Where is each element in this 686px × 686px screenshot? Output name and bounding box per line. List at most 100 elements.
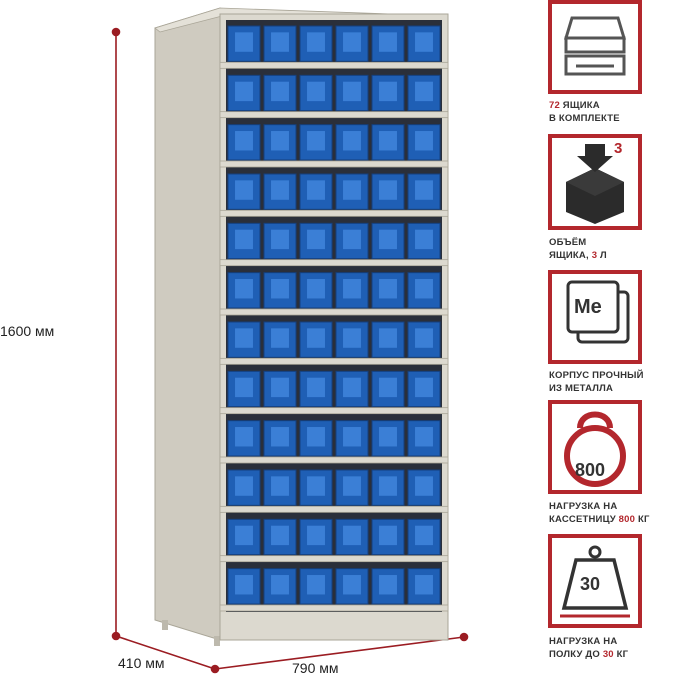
bin-label-slot <box>307 32 325 52</box>
bin-label-slot <box>235 328 253 348</box>
feature-box-volume: 3 <box>548 134 642 230</box>
shelf <box>219 259 449 267</box>
bin-label-slot <box>307 377 325 398</box>
bin-label-slot <box>379 575 397 595</box>
metal-sheet-icon <box>566 280 630 344</box>
bin-label-slot <box>343 131 361 151</box>
bin-label-slot <box>235 575 253 595</box>
height-label: 1600 мм <box>0 323 55 339</box>
storage-bin <box>227 25 261 62</box>
shelf <box>219 604 449 612</box>
bin-label-slot <box>379 81 397 102</box>
shelf <box>219 160 449 168</box>
shelf <box>219 456 449 464</box>
bin-label-slot <box>379 328 397 348</box>
bin-label-slot <box>271 427 289 447</box>
bin-label-slot <box>343 328 361 348</box>
width-dimension-line <box>214 636 465 670</box>
shelf <box>219 111 449 119</box>
bin-label-slot <box>379 377 397 398</box>
bin-label-slot <box>415 180 433 200</box>
bin-label-slot <box>235 377 253 398</box>
shelf <box>219 505 449 513</box>
depth-label: 410 мм <box>118 655 165 671</box>
cabinet-shelves <box>219 25 449 612</box>
bin-label-slot <box>235 32 253 52</box>
bin-label-slot <box>235 427 253 447</box>
feature-text-load-shelf: НАГРУЗКА НА ПОЛКУ ДО 30 КГ <box>549 636 629 660</box>
bin-label-slot <box>343 377 361 398</box>
bin-label-slot <box>415 279 433 299</box>
bin-label-slot <box>307 525 325 546</box>
bin-label-slot <box>235 131 253 151</box>
bin-label-slot <box>343 229 361 250</box>
bin-label-slot <box>271 229 289 250</box>
bin-label-slot <box>271 32 289 52</box>
depth-dimension-line <box>115 635 216 670</box>
width-label: 790 мм <box>292 660 339 676</box>
bin-label-slot <box>343 575 361 595</box>
storage-bin <box>299 173 333 210</box>
storage-bin <box>407 469 441 506</box>
bin-label-slot <box>343 81 361 102</box>
kettlebell-icon <box>564 411 626 487</box>
bin-label-slot <box>271 328 289 348</box>
shelf <box>219 209 449 217</box>
bin-label-slot <box>379 525 397 546</box>
storage-bin <box>371 518 405 556</box>
bin-label-slot <box>271 525 289 546</box>
bin-label-slot <box>307 427 325 447</box>
bin-label-slot <box>271 131 289 151</box>
bin-label-slot <box>235 229 253 250</box>
shelf <box>219 61 449 69</box>
storage-bin <box>263 321 297 358</box>
feature-text-metal: КОРПУС ПРОЧНЫЙ ИЗ МЕТАЛЛА <box>549 370 644 394</box>
bin-label-slot <box>235 525 253 546</box>
load-shelf-badge: 30 <box>580 574 601 594</box>
bin-label-slot <box>235 279 253 299</box>
bin-label-slot <box>379 427 397 447</box>
feature-box-load-shelf: 30 <box>548 534 642 628</box>
bin-label-slot <box>343 427 361 447</box>
shelf <box>219 555 449 563</box>
bin-label-slot <box>307 575 325 595</box>
bin-label-slot <box>379 279 397 299</box>
bin-label-slot <box>415 32 433 52</box>
weight-load-icon <box>560 545 630 618</box>
bin-label-slot <box>271 476 289 496</box>
bin-label-slot <box>271 180 289 200</box>
bin-label-slot <box>307 81 325 102</box>
bin-label-slot <box>415 476 433 496</box>
bin-label-slot <box>271 81 289 102</box>
box-volume-icon <box>566 144 624 224</box>
storage-bin <box>371 469 405 506</box>
feature-box-metal: Me <box>548 270 642 364</box>
bin-label-slot <box>415 81 433 102</box>
feature-box-load-cabinet: 800 <box>548 400 642 494</box>
bin-label-slot <box>343 32 361 52</box>
feature-text-load-cabinet: НАГРУЗКА НА КАССЕТНИЦУ 800 КГ <box>549 501 650 525</box>
bin-label-slot <box>343 279 361 299</box>
shelf <box>219 308 449 316</box>
bin-label-slot <box>379 229 397 250</box>
bin-label-slot <box>379 32 397 52</box>
bin-label-slot <box>415 427 433 447</box>
bin-label-slot <box>235 180 253 200</box>
metal-badge: Me <box>574 296 602 318</box>
bin-label-slot <box>379 180 397 200</box>
bin-label-slot <box>415 575 433 595</box>
bin-label-slot <box>343 180 361 200</box>
bin-label-slot <box>307 328 325 348</box>
feature-box-drawers <box>548 0 642 94</box>
bin-label-slot <box>343 525 361 546</box>
storage-bin <box>407 74 441 112</box>
bin-label-slot <box>271 279 289 299</box>
bin-label-slot <box>307 180 325 200</box>
bin-label-slot <box>271 575 289 595</box>
bin-label-slot <box>415 229 433 250</box>
bin-label-slot <box>307 476 325 496</box>
feature-text-drawers: 72 ЯЩИКА В КОМПЛЕКТЕ <box>549 100 620 124</box>
bin-label-slot <box>235 476 253 496</box>
bin-label-slot <box>415 328 433 348</box>
